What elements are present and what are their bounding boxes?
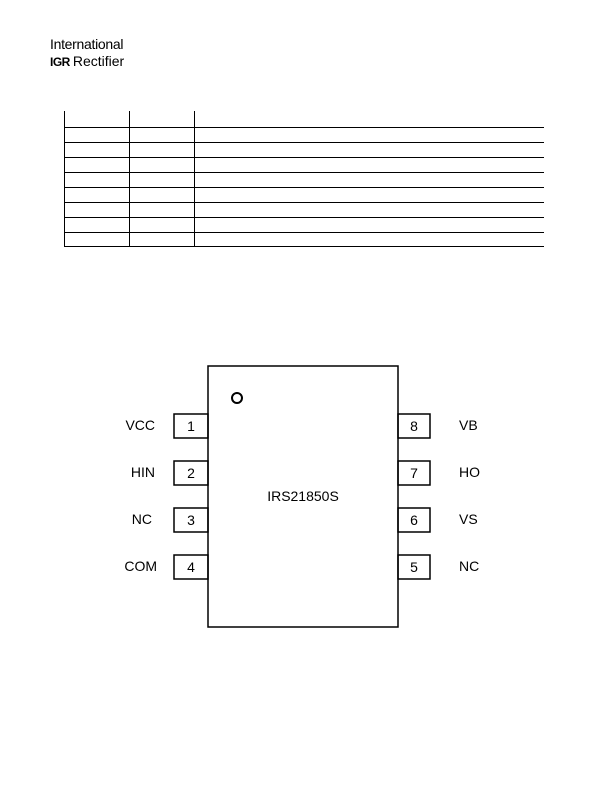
pin-5-name: NC	[459, 558, 479, 574]
pin-2-box	[173, 460, 209, 486]
empty-ruled-table	[64, 111, 544, 247]
table-row-rule	[64, 232, 544, 233]
pin-5: 5 NC	[397, 554, 479, 580]
pin-1-name: VCC	[125, 417, 155, 433]
table-row-rule	[64, 187, 544, 188]
pin-2-name: HIN	[131, 464, 155, 480]
pin-1-box	[173, 413, 209, 439]
pin1-indicator-dot	[231, 392, 243, 404]
pin-8-box	[397, 413, 431, 439]
pin-6-name: VS	[459, 511, 478, 527]
table-row-rule	[64, 202, 544, 203]
table-row-rule	[64, 246, 544, 247]
logo-mark: IGR	[50, 55, 70, 69]
table-row-rule	[64, 172, 544, 173]
pin-7-box	[397, 460, 431, 486]
ic-package-body	[207, 365, 399, 628]
logo-line-international: International	[50, 36, 124, 52]
table-row-rule	[64, 157, 544, 158]
pin-4-number: 4	[187, 559, 195, 575]
pin-7: 7 HO	[397, 460, 480, 486]
pin-2: 2 HIN	[131, 460, 209, 486]
pin-6-number: 6	[410, 512, 418, 528]
pin-7-name: HO	[459, 464, 480, 480]
pin-3-number: 3	[187, 512, 195, 528]
pin-7-number: 7	[410, 465, 418, 481]
pin-6: 6 VS	[397, 507, 478, 533]
pin-3-name: NC	[132, 511, 152, 527]
pin-4-name: COM	[124, 558, 157, 574]
part-number-label: IRS21850S	[267, 488, 339, 504]
pin-4-box	[173, 554, 209, 580]
table-row-rule	[64, 217, 544, 218]
table-row-rule	[64, 127, 544, 128]
table-row-rule	[64, 142, 544, 143]
logo-word-rectifier: Rectifier	[72, 53, 125, 69]
pin-8-number: 8	[410, 418, 418, 434]
pin-8-name: VB	[459, 417, 478, 433]
pin-2-number: 2	[187, 465, 195, 481]
pin-3: 3 NC	[132, 507, 209, 533]
pin-8: 8 VB	[397, 413, 478, 439]
pin-5-number: 5	[410, 559, 418, 575]
table-column-divider	[64, 111, 65, 247]
pin-1-number: 1	[187, 418, 195, 434]
pin-3-box	[173, 507, 209, 533]
table-column-divider	[194, 111, 195, 247]
pin-1: 1 VCC	[125, 413, 209, 439]
pin-6-box	[397, 507, 431, 533]
pin-5-box	[397, 554, 431, 580]
pin-4: 4 COM	[124, 554, 209, 580]
table-column-divider	[129, 111, 130, 247]
